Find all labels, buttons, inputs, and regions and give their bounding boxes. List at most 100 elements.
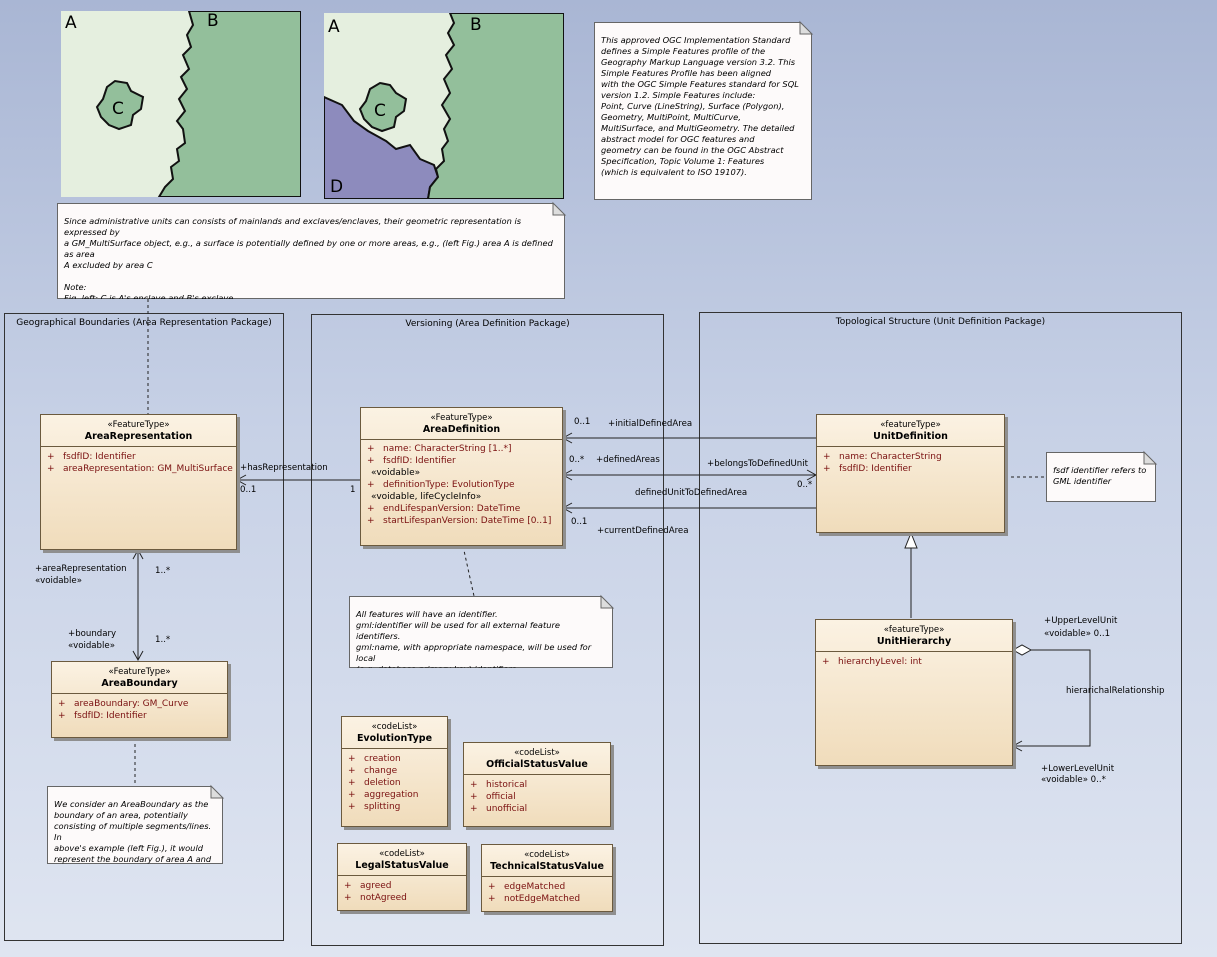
note-line: defines a Simple Features profile of the <box>601 46 766 56</box>
note-line: fsdf identifier refers to <box>1053 465 1147 475</box>
map-right-label-b: B <box>470 15 482 35</box>
label-current-mult: 0..1 <box>571 517 588 527</box>
class-stereotype: «FeatureType» <box>108 667 171 677</box>
attribute: +edgeMatched <box>488 882 566 892</box>
class-stereotype: «codeList» <box>379 849 425 859</box>
attribute: +name: CharacterString [1..*] <box>367 444 512 454</box>
attribute: +official <box>470 792 516 802</box>
attribute: +hierarchyLevel: int <box>822 657 922 667</box>
map-right-label-a: A <box>328 17 340 37</box>
map-left-label-a: A <box>65 13 77 33</box>
note-line: Geography Markup Language version 3.2. T… <box>601 57 796 67</box>
class-name: AreaRepresentation <box>84 431 193 442</box>
attribute-group-stereotype: «voidable, lifeCycleInfo» <box>371 492 482 502</box>
class-unit-hierarchy[interactable]: «featureType» UnitHierarchy +hierarchyLe… <box>815 619 1013 766</box>
class-attributes: +areaBoundary: GM_Curve +fsdfID: Identif… <box>52 694 227 726</box>
class-area-representation[interactable]: «FeatureType» AreaRepresentation +fsdfID… <box>40 414 237 550</box>
note-line: Geometry, MultiPoint, MultiCurve, <box>601 112 741 122</box>
class-header: «FeatureType» AreaDefinition <box>361 408 562 440</box>
package-geographical-boundaries[interactable]: Geographical Boundaries (Area Representa… <box>4 313 284 941</box>
class-technical-status-value[interactable]: «codeList» TechnicalStatusValue +edgeMat… <box>481 844 613 912</box>
class-stereotype: «featureType» <box>880 420 941 430</box>
class-name: UnitHierarchy <box>876 636 952 647</box>
class-name: LegalStatusValue <box>355 860 449 871</box>
note-ogc-standard[interactable]: This approved OGC Implementation Standar… <box>594 22 812 200</box>
package-topological-structure[interactable]: Topological Structure (Unit Definition P… <box>699 312 1182 944</box>
class-area-definition[interactable]: «FeatureType» AreaDefinition +name: Char… <box>360 407 563 546</box>
label-has-representation-mult-b: 1 <box>350 485 356 495</box>
attribute: +endLifespanVersion: DateTime <box>367 504 521 514</box>
label-upper-level-unit: +UpperLevelUnit <box>1044 616 1118 626</box>
label-hierarchical-relationship: hierarichalRelationship <box>1066 686 1165 696</box>
attribute: +fsdfID: Identifier <box>367 456 456 466</box>
class-official-status-value[interactable]: «codeList» OfficialStatusValue +historic… <box>463 742 611 827</box>
attribute: +aggregation <box>348 790 419 800</box>
class-stereotype: «FeatureType» <box>107 420 170 430</box>
label-current-defined-area: +currentDefinedArea <box>597 526 689 536</box>
note-fsdf-identifier[interactable]: fsdf identifier refers to GML identifier <box>1046 452 1156 502</box>
note-line: MultiSurface, and MultiGeometry. The det… <box>601 123 795 133</box>
label-defined-areas: +definedAreas <box>596 455 660 465</box>
package-title: Geographical Boundaries (Area Representa… <box>16 318 272 328</box>
class-attributes: +name: CharacterString +fsdfID: Identifi… <box>817 447 1004 479</box>
note-line: We consider an AreaBoundary as the <box>54 799 209 809</box>
class-evolution-type[interactable]: «codeList» EvolutionType +creation +chan… <box>341 716 448 827</box>
note-line: Note: <box>64 282 87 292</box>
attribute: +change <box>348 766 398 776</box>
note-administrative-units[interactable]: Since administrative units can consists … <box>57 203 565 299</box>
class-header: «codeList» EvolutionType <box>342 717 447 749</box>
label-defined-areas-mult: 0..* <box>569 455 585 465</box>
attribute: +splitting <box>348 802 401 812</box>
note-line: with the OGC Simple Features standard fo… <box>601 79 799 89</box>
note-line: above's example (left Fig.), it would <box>54 843 204 853</box>
note-line: Specification, Topic Volume 1: Features <box>601 156 765 166</box>
note-line: a GM_MultiSurface object, e.g., a surfac… <box>64 238 553 259</box>
class-name: AreaDefinition <box>422 424 501 435</box>
note-line: Simple Features Profile has been aligned <box>601 68 772 78</box>
note-line: Point, Curve (LineString), Surface (Poly… <box>601 101 785 111</box>
package-versioning[interactable]: Versioning (Area Definition Package) <box>311 314 664 946</box>
attribute: +definitionType: EvolutionType <box>367 480 515 490</box>
class-legal-status-value[interactable]: «codeList» LegalStatusValue +agreed +not… <box>337 843 467 911</box>
attribute: +areaRepresentation: GM_MultiSurface <box>47 464 233 474</box>
class-name: UnitDefinition <box>873 431 948 442</box>
attribute: +fsdfID: Identifier <box>58 711 147 721</box>
note-line: gml:name, with appropriate namespace, wi… <box>356 642 592 663</box>
class-area-boundary[interactable]: «FeatureType» AreaBoundary +areaBoundary… <box>51 661 228 738</box>
label-defined-unit-to-defined-area: definedUnitToDefinedArea <box>635 488 748 498</box>
attribute: +startLifespanVersion: DateTime [0..1] <box>367 516 552 526</box>
note-feature-identifiers[interactable]: All features will have an identifier. gm… <box>349 596 613 668</box>
label-area-representation-voidable: «voidable» <box>35 576 82 586</box>
class-unit-definition[interactable]: «featureType» UnitDefinition +name: Char… <box>816 414 1005 533</box>
label-lower-level-unit: +LowerLevelUnit <box>1041 764 1115 774</box>
note-line: abstract model for OGC features and <box>601 134 755 144</box>
attribute: +fsdfID: Identifier <box>47 452 136 462</box>
class-attributes: +agreed +notAgreed <box>338 876 466 908</box>
label-boundary-voidable: «voidable» <box>68 641 115 651</box>
class-header: «featureType» UnitDefinition <box>817 415 1004 447</box>
attribute: +creation <box>348 754 401 764</box>
class-header: «FeatureType» AreaRepresentation <box>41 415 236 447</box>
class-header: «FeatureType» AreaBoundary <box>52 662 227 694</box>
class-attributes: +fsdfID: Identifier +areaRepresentation:… <box>41 447 236 479</box>
label-has-representation-mult-a: 0..1 <box>240 485 257 495</box>
label-area-representation-mult: 1..* <box>155 566 171 576</box>
map-left: A B C <box>61 10 302 198</box>
class-attributes: +creation +change +deletion +aggregation… <box>342 749 447 817</box>
map-right-drawing <box>323 12 565 200</box>
class-attributes: +hierarchyLevel: int <box>816 652 1012 672</box>
attribute: +notAgreed <box>344 893 407 903</box>
note-area-boundary[interactable]: We consider an AreaBoundary as the bound… <box>47 786 223 864</box>
attribute: +name: CharacterString <box>823 452 942 462</box>
package-title: Topological Structure (Unit Definition P… <box>835 317 1046 327</box>
class-name: OfficialStatusValue <box>486 759 588 770</box>
package-title: Versioning (Area Definition Package) <box>405 319 570 329</box>
attribute: +areaBoundary: GM_Curve <box>58 699 189 709</box>
class-attributes: +name: CharacterString [1..*] +fsdfID: I… <box>361 440 562 531</box>
class-header: «codeList» OfficialStatusValue <box>464 743 610 775</box>
class-name: AreaBoundary <box>101 678 178 689</box>
class-name: EvolutionType <box>356 733 433 744</box>
class-attributes: +edgeMatched +notEdgeMatched <box>482 877 612 909</box>
label-initial-defined-area: +initialDefinedArea <box>608 419 693 429</box>
